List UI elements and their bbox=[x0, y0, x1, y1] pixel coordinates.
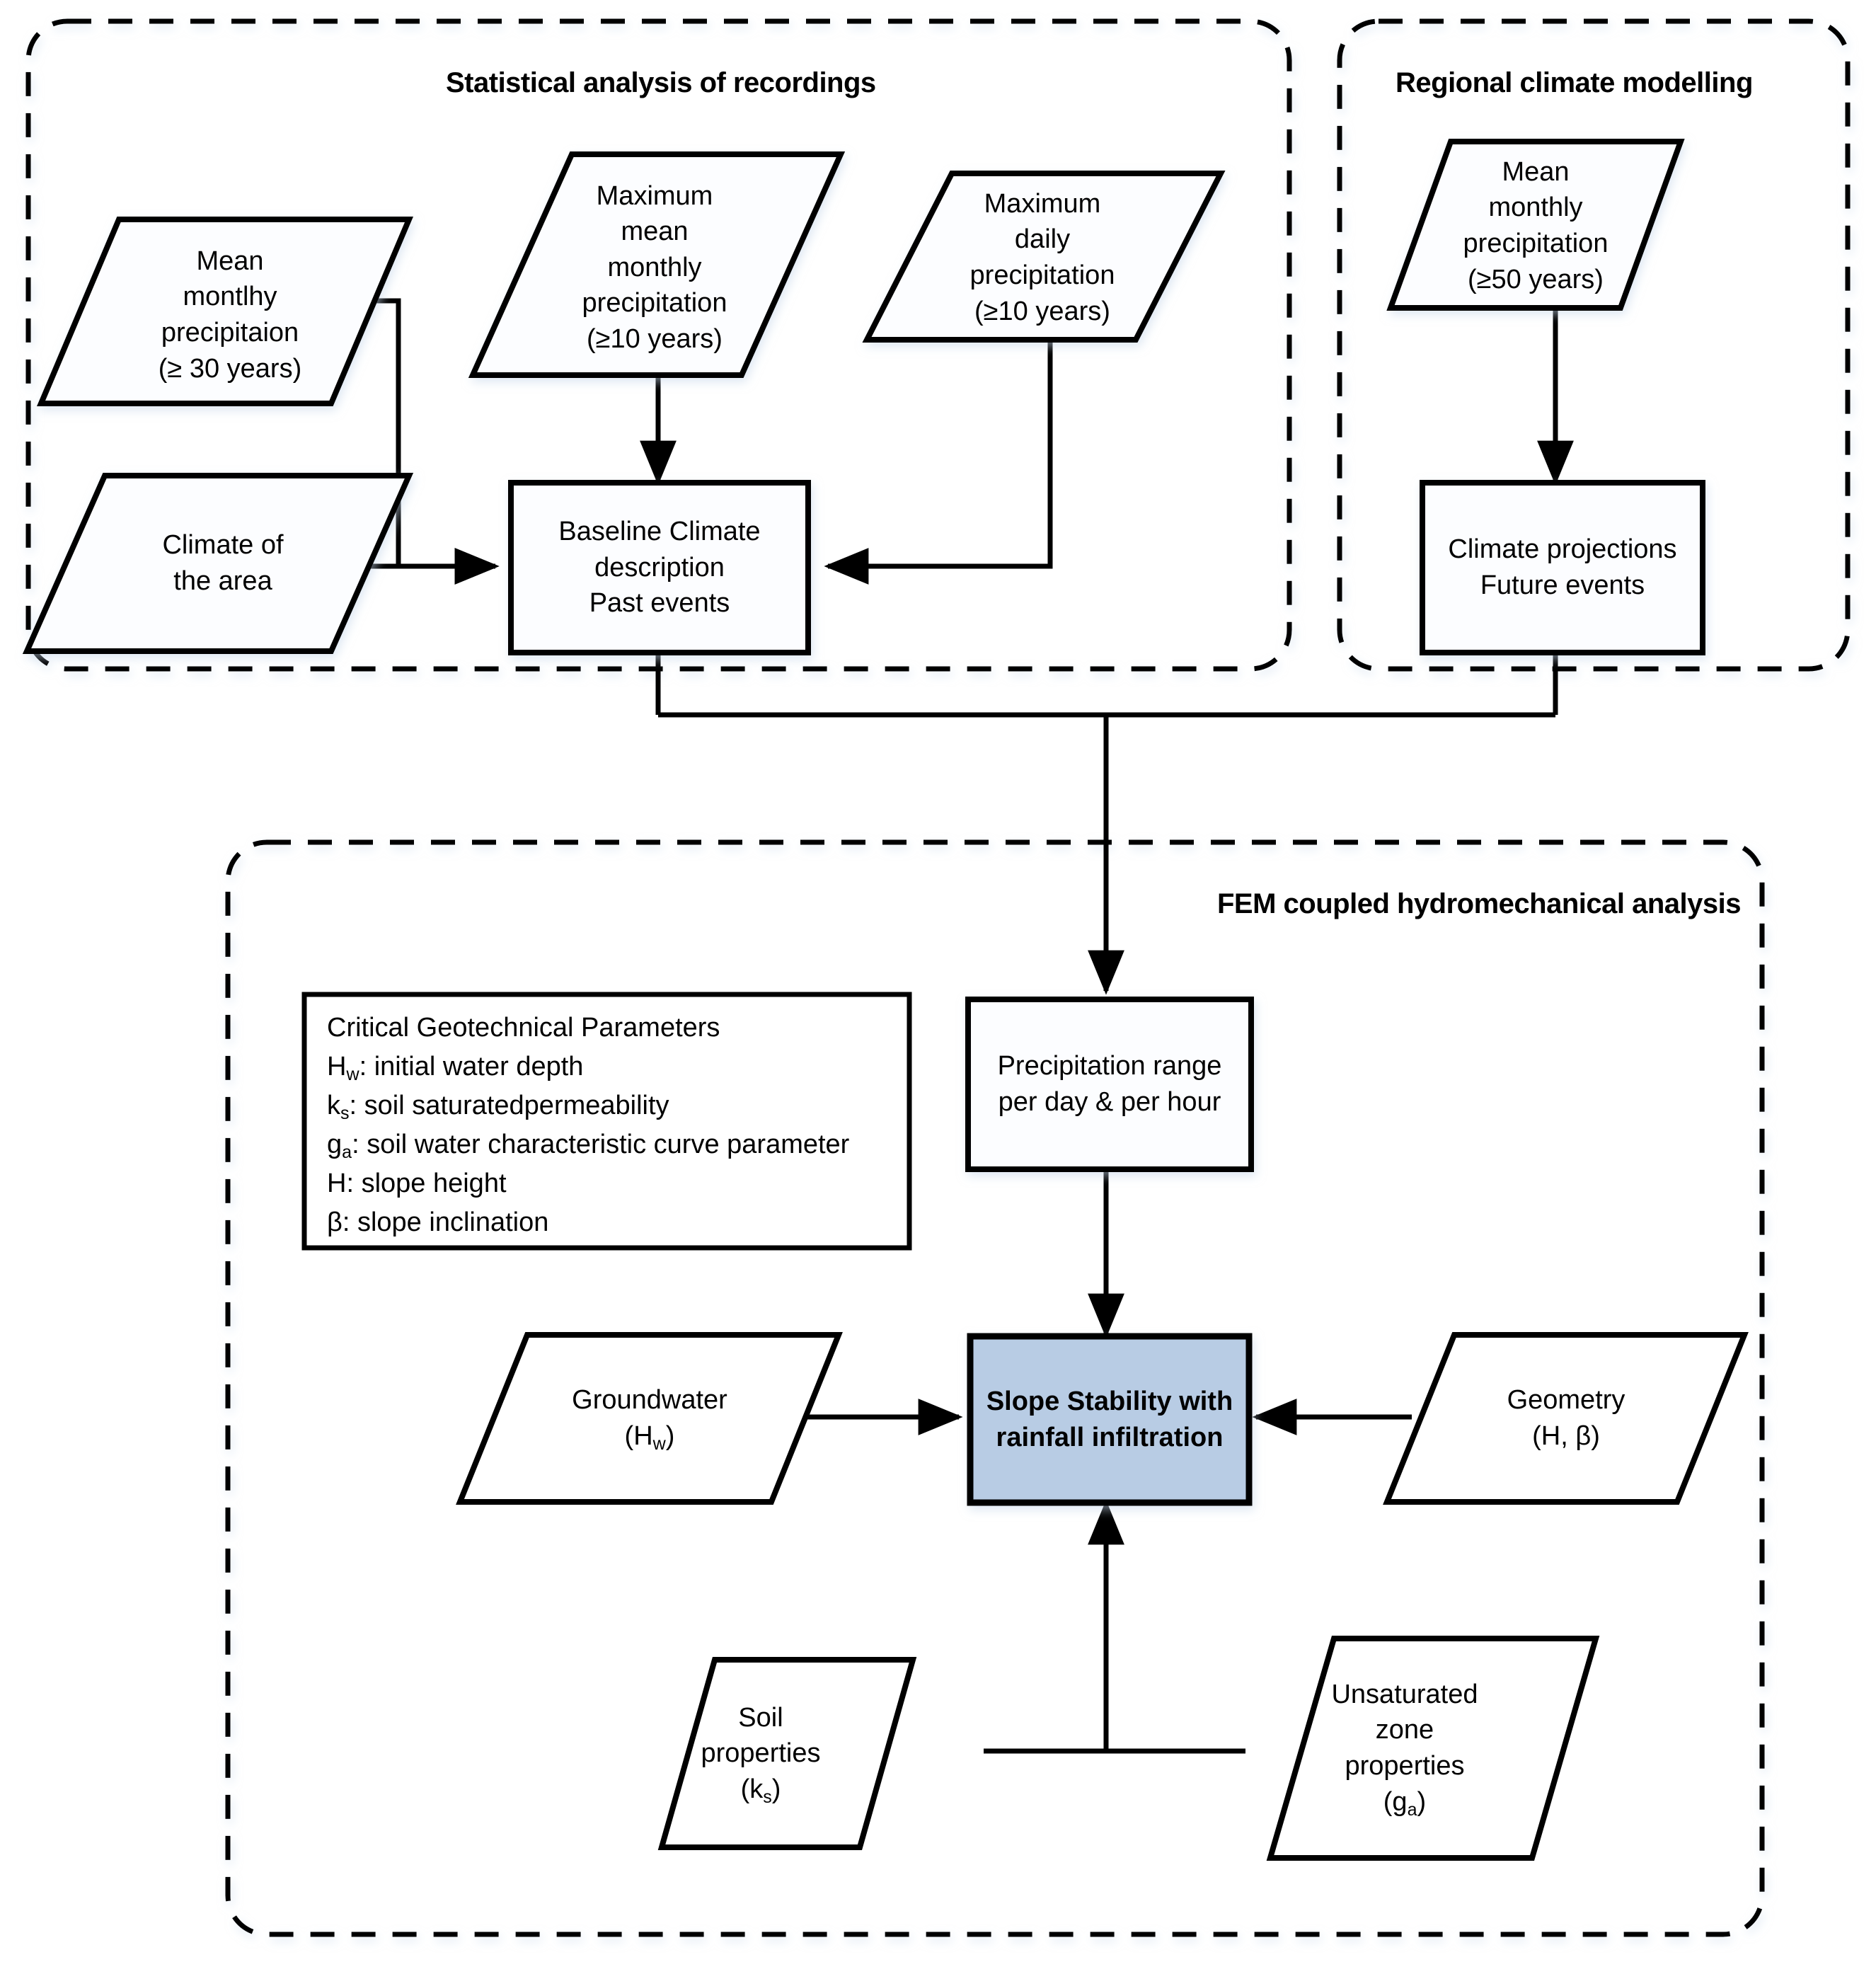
container-regional-climate bbox=[1337, 18, 1851, 672]
node-soil-properties[interactable] bbox=[657, 1657, 917, 1850]
node-mean-monthly-50[interactable] bbox=[1386, 139, 1685, 311]
parameter-symbol: H bbox=[327, 1169, 347, 1199]
parameter-text: : initial water depth bbox=[359, 1052, 584, 1082]
node-precipitation-range[interactable] bbox=[965, 997, 1254, 1172]
node-slope-stability[interactable] bbox=[967, 1333, 1253, 1506]
parameter-item-ks: ks: soil saturatedpermeability bbox=[327, 1086, 907, 1125]
node-mean-monthly-30[interactable] bbox=[36, 217, 414, 406]
node-geometry[interactable] bbox=[1383, 1332, 1749, 1505]
parameter-item-ga: ga: soil water characteristic curve para… bbox=[327, 1125, 907, 1164]
parameters-box bbox=[301, 992, 912, 1251]
parameter-item-hw: Hw: initial water depth bbox=[327, 1048, 907, 1086]
parameter-item-beta: β: slope inclination bbox=[327, 1203, 907, 1242]
parameters-heading: Critical Geotechnical Parameters bbox=[327, 1013, 720, 1043]
parameter-symbol: Hw bbox=[327, 1052, 359, 1085]
container-title-regional: Regional climate modelling bbox=[1396, 67, 1753, 98]
node-baseline-climate[interactable] bbox=[508, 480, 811, 655]
parameter-symbol: ga bbox=[327, 1130, 352, 1163]
parameter-symbol: β bbox=[327, 1207, 343, 1238]
parameter-symbol: ks bbox=[327, 1091, 350, 1124]
parameters-box-text: Critical Geotechnical Parameters Hw: ini… bbox=[327, 1009, 907, 1243]
node-climate-projections[interactable] bbox=[1420, 480, 1705, 655]
parameter-text: : soil saturatedpermeability bbox=[349, 1091, 669, 1121]
node-max-daily-10[interactable] bbox=[862, 171, 1226, 343]
parameter-text: : slope height bbox=[346, 1169, 507, 1199]
parameter-text: : soil water characteristic curve parame… bbox=[352, 1130, 850, 1160]
node-climate-of-area[interactable] bbox=[22, 473, 414, 654]
connector-maxdaily-to-baseline bbox=[824, 340, 1053, 585]
node-max-mean-monthly-10[interactable] bbox=[468, 151, 846, 378]
node-unsaturated-zone[interactable] bbox=[1266, 1636, 1600, 1861]
parameter-text: : slope inclination bbox=[342, 1207, 549, 1238]
parameter-item-h: H: slope height bbox=[327, 1164, 907, 1203]
container-title-statistical: Statistical analysis of recordings bbox=[446, 67, 876, 98]
container-title-fem: FEM coupled hydromechanical analysis bbox=[1217, 888, 1742, 919]
container-fem-analysis bbox=[225, 839, 1765, 1937]
node-groundwater[interactable] bbox=[456, 1332, 843, 1505]
